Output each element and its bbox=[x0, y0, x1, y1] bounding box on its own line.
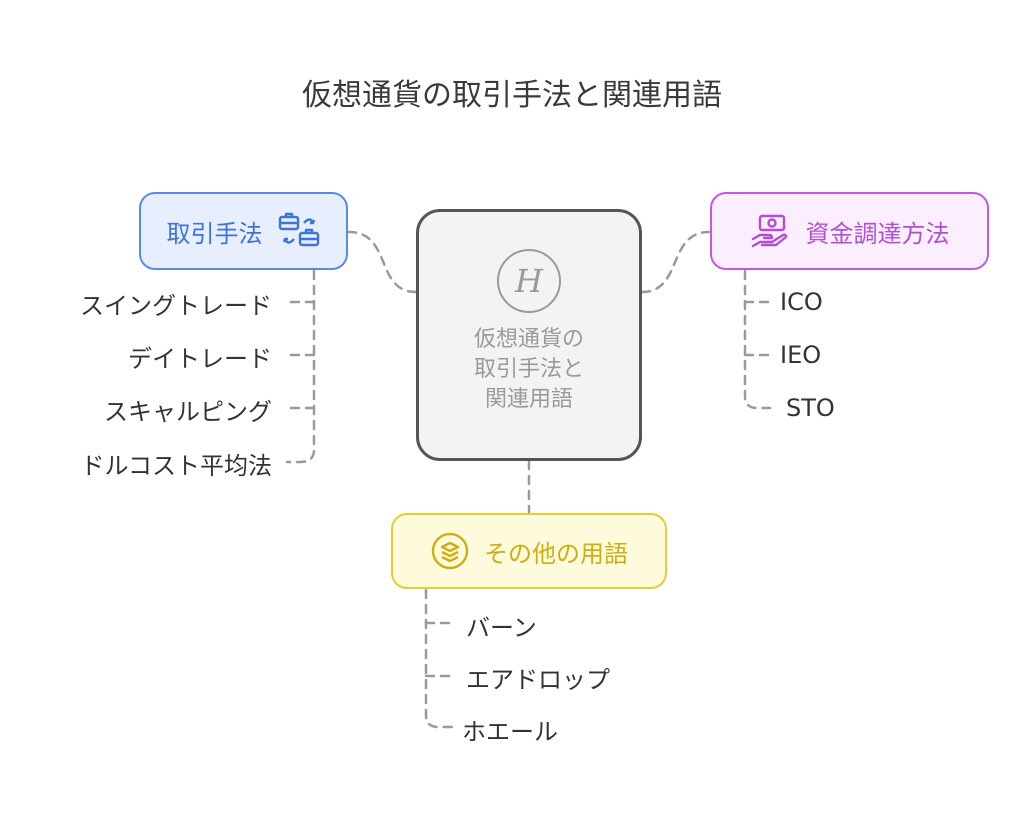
other-item-burn: バーン bbox=[466, 614, 537, 642]
connector-trading-trunk bbox=[285, 269, 316, 464]
hand-money-icon bbox=[750, 213, 790, 249]
other-terms-label: その他の用語 bbox=[484, 539, 628, 568]
funding-item-ico: ICO bbox=[780, 288, 823, 316]
other-item-airdrop: エアドロップ bbox=[466, 666, 610, 694]
funding-item-ieo: IEO bbox=[780, 341, 822, 369]
trading-item-swing: スイングトレード bbox=[80, 292, 272, 320]
connector-other-trunk bbox=[424, 588, 454, 729]
trading-methods-node: 取引手法 bbox=[139, 192, 348, 270]
funding-item-sto: STO bbox=[786, 394, 835, 422]
funding-methods-label: 資金調達方法 bbox=[805, 219, 950, 248]
connector-central-trading bbox=[347, 230, 418, 294]
other-item-whale: ホエール bbox=[462, 718, 558, 746]
other-terms-node: その他の用語 bbox=[391, 513, 667, 589]
trading-item-dca: ドルコスト平均法 bbox=[80, 452, 272, 480]
trading-item-day: デイトレード bbox=[128, 345, 272, 373]
h-logo-icon: H bbox=[497, 249, 561, 313]
trading-methods-label: 取引手法 bbox=[166, 219, 263, 248]
central-node: H 仮想通貨の 取引手法と 関連用語 bbox=[416, 209, 642, 461]
connector-central-funding bbox=[640, 230, 711, 294]
layers-icon bbox=[430, 531, 470, 571]
diagram-title: 仮想通貨の取引手法と関連用語 bbox=[302, 78, 722, 113]
central-line-1: 仮想通貨の bbox=[473, 327, 584, 352]
central-line-2: 取引手法と bbox=[473, 357, 584, 382]
briefcase-exchange-icon bbox=[277, 211, 321, 251]
central-text: 仮想通貨の 取引手法と 関連用語 bbox=[474, 325, 584, 415]
central-line-3: 関連用語 bbox=[484, 387, 573, 412]
connector-funding-trunk bbox=[743, 269, 772, 410]
trading-item-scalping: スキャルピング bbox=[104, 398, 272, 426]
funding-methods-node: 資金調達方法 bbox=[710, 192, 989, 270]
